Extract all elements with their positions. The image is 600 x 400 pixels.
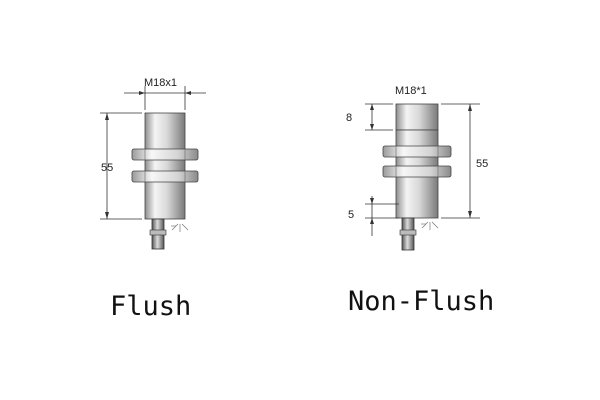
flush-sensor: M18x1 55 Flush xyxy=(100,77,206,322)
non-flush-sensing-head xyxy=(395,103,439,131)
non-flush-head-label: 8 xyxy=(346,112,352,124)
flush-lower-nut xyxy=(131,170,199,183)
non-flush-length-label: 55 xyxy=(476,158,488,170)
flush-length-label: 55 xyxy=(101,162,113,174)
non-flush-bottom-dimension: 5 xyxy=(348,196,399,236)
non-flush-bottom-label: 5 xyxy=(348,209,354,221)
non-flush-upper-nut xyxy=(382,145,452,158)
flush-thread-label: M18x1 xyxy=(144,77,177,89)
non-flush-length-dimension: 55 xyxy=(441,103,488,219)
flush-caption: Flush xyxy=(110,291,191,322)
non-flush-thread-label: M18*1 xyxy=(395,85,427,97)
non-flush-caption: Non-Flush xyxy=(348,286,494,317)
flush-length-dimension: 55 xyxy=(100,112,142,220)
non-flush-head-dimension: 8 xyxy=(346,103,393,131)
flush-led-indicator xyxy=(171,223,189,232)
non-flush-led-indicator xyxy=(421,221,439,230)
flush-sensor-body xyxy=(144,112,186,220)
flush-upper-nut xyxy=(131,148,199,161)
flush-thread-dimension: M18x1 xyxy=(124,77,206,110)
non-flush-sensor: M18*1 8 5 55 Non-Flush xyxy=(346,85,494,317)
non-flush-lower-nut xyxy=(382,165,452,178)
